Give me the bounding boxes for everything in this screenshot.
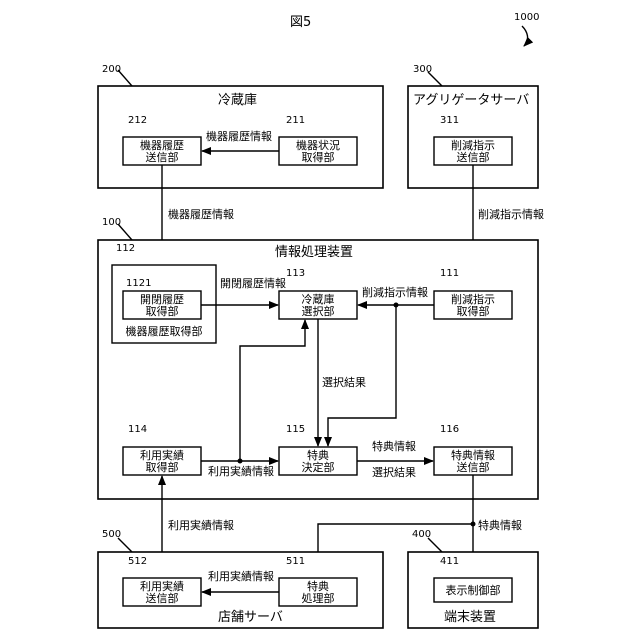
benefit-decider-ref: 115 (286, 424, 305, 435)
aggregator-title: アグリゲータサーバ (413, 93, 529, 108)
refrigerator-selector-label-2: 選択部 (302, 304, 335, 318)
benefit-info-sender-ref: 116 (440, 424, 459, 435)
figure-title: 図5 (290, 15, 311, 30)
benefit-decider-label-1: 特典 (307, 448, 329, 462)
usage-sender-label-1: 利用実績 (140, 579, 184, 593)
reduction-sender-label-1: 削減指示 (451, 138, 495, 152)
device-history-acquisition-label: 機器履歴取得部 (126, 324, 203, 338)
info-device-ref-leader (118, 224, 132, 240)
benefit-decider-label-2: 決定部 (302, 460, 335, 474)
reduction-sender-ref: 311 (440, 115, 459, 126)
usage-sender-ref: 512 (128, 556, 147, 567)
reduction-outer-label: 削減指示情報 (478, 207, 544, 221)
usage-outer-label: 利用実績情報 (168, 518, 234, 532)
reduction-acquirer-label-1: 削減指示 (451, 292, 495, 306)
benefit-info-label: 特典情報 (372, 439, 416, 453)
display-controller-label: 表示制御部 (446, 583, 501, 597)
benefit-processor-label-1: 特典 (307, 579, 329, 593)
usage-acquirer-ref: 114 (128, 424, 147, 435)
open-close-acquirer-ref: 1121 (126, 278, 151, 289)
usage-acquirer-label-2: 取得部 (146, 460, 179, 474)
device-status-acquirer-label-2: 取得部 (302, 150, 335, 164)
store-server-ref-leader (118, 538, 132, 552)
device-history-sender-label-2: 送信部 (146, 150, 179, 164)
usage-sender-label-2: 送信部 (146, 591, 179, 605)
benefit-info-sender-label-1: 特典情報 (451, 448, 495, 462)
usage-acquirer-label-1: 利用実績 (140, 448, 184, 462)
refrigerator-selector-ref: 113 (286, 268, 305, 279)
info-device-ref: 100 (102, 217, 121, 228)
refrigerator-selector-label-1: 冷蔵庫 (302, 292, 335, 306)
store-server-title: 店舗サーバ (218, 610, 283, 625)
open-close-acquirer-label-2: 取得部 (146, 304, 179, 318)
figure-ref-leader (522, 26, 528, 46)
device-status-acquirer-label-1: 機器状況 (296, 138, 340, 152)
history-outer-label: 機器履歴情報 (168, 207, 234, 221)
terminal-ref-leader (428, 538, 442, 552)
selection-result-mid-label: 選択結果 (322, 375, 366, 389)
display-controller-ref: 411 (440, 556, 459, 567)
device-history-sender-label-1: 機器履歴 (140, 138, 184, 152)
selection-result-low-label: 選択結果 (372, 465, 416, 479)
terminal-title: 端末装置 (444, 610, 496, 625)
figure-ref-number: 1000 (514, 12, 539, 23)
refrigerator-ref: 200 (102, 64, 121, 75)
benefit-outer-label: 特典情報 (478, 518, 522, 532)
reduction-inner-label: 削減指示情報 (362, 285, 428, 299)
reduction-acquirer-ref: 111 (440, 268, 459, 279)
aggregator-ref-leader (428, 72, 442, 86)
refrigerator-ref-leader (118, 70, 132, 86)
info-device-title: 情報処理装置 (275, 245, 353, 260)
benefit-info-sender-label-2: 送信部 (457, 460, 490, 474)
usage-store-label: 利用実績情報 (208, 569, 274, 583)
benefit-processor-ref: 511 (286, 556, 305, 567)
history-inner-label: 機器履歴情報 (206, 129, 272, 143)
refrigerator-title: 冷蔵庫 (218, 93, 257, 108)
usage-inner-label: 利用実績情報 (208, 464, 274, 478)
benefit-processor-label-2: 処理部 (302, 591, 335, 605)
reduction-sender-label-2: 送信部 (457, 150, 490, 164)
device-status-acquirer-ref: 211 (286, 115, 305, 126)
device-history-acquisition-ref: 112 (116, 243, 135, 254)
reduction-acquirer-label-2: 取得部 (457, 304, 490, 318)
device-history-sender-ref: 212 (128, 115, 147, 126)
open-close-label: 開閉履歴情報 (220, 277, 286, 290)
